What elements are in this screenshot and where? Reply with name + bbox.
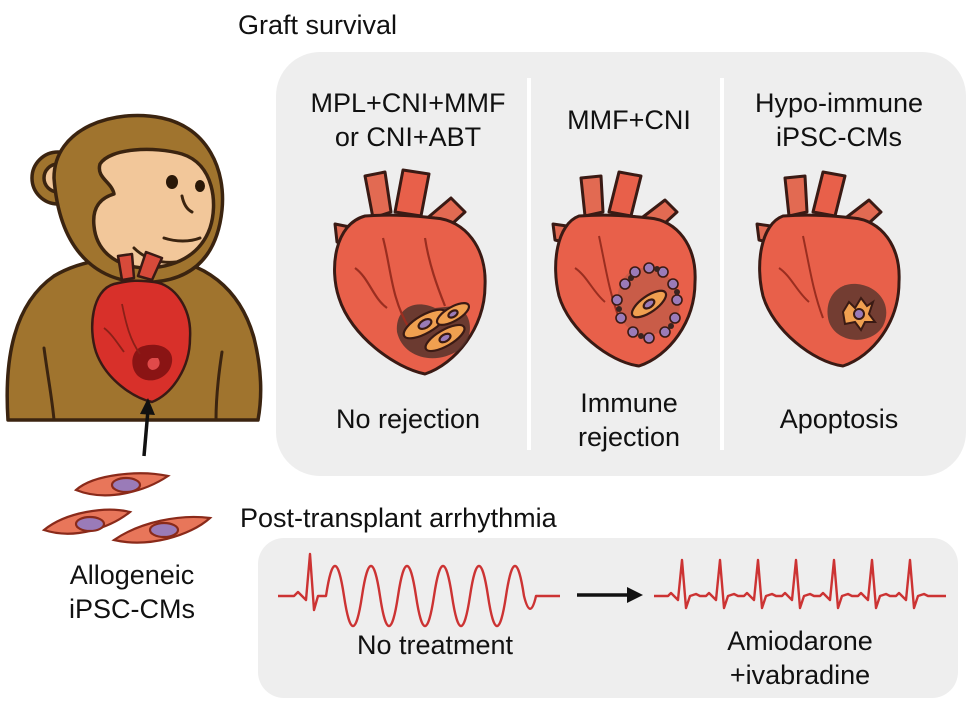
no-treatment-label: No treatment <box>356 630 514 660</box>
transplant-arrow <box>140 398 155 457</box>
outcome-label-3: Apoptosis <box>779 404 899 434</box>
treatment-label: Amiodarone +ivabradine <box>727 626 873 690</box>
panel-divider <box>720 78 724 450</box>
arrhythmia-title: Post-transplant arrhythmia <box>240 503 557 533</box>
ecg-treated-trace <box>654 558 946 610</box>
regimen-label-1: MPL+CNI+MMF or CNI+ABT <box>310 88 506 152</box>
graft-survival-title: Graft survival <box>238 10 398 40</box>
heart-apoptosis-illustration <box>755 170 901 368</box>
cells-label: Allogeneic iPSC-CMs <box>69 560 195 624</box>
regimen-label-2: MMF+CNI <box>567 105 691 135</box>
ipsc-cm-cells-illustration <box>41 472 213 544</box>
arrhythmia-panel <box>258 538 958 698</box>
heart-immune-rejection-illustration <box>551 170 697 368</box>
outcome-label-1: No rejection <box>335 404 481 434</box>
treatment-arrow <box>577 587 643 603</box>
panel-divider <box>527 78 531 450</box>
ecg-untreated-trace <box>278 552 560 628</box>
outcome-label-2: Immune rejection <box>577 388 681 452</box>
monkey-illustration <box>5 113 263 422</box>
heart-no-rejection-illustration <box>333 168 487 376</box>
regimen-label-3: Hypo-immune iPSC-CMs <box>754 88 924 152</box>
